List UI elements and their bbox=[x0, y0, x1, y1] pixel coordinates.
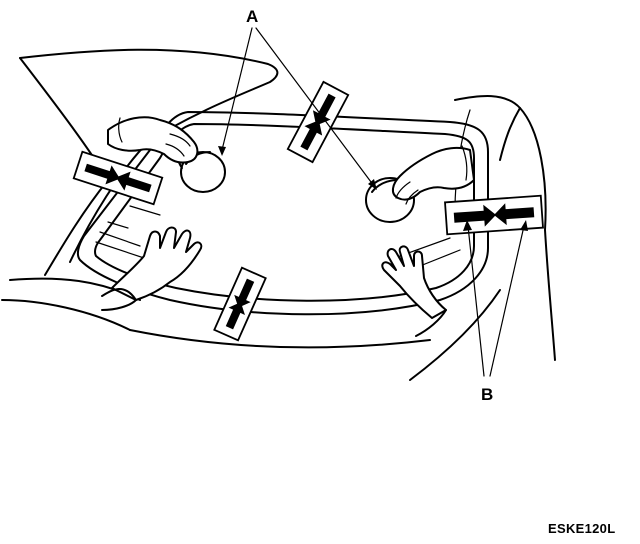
tape-arrow-icon bbox=[444, 194, 544, 236]
leader-line bbox=[218, 27, 528, 377]
figure-code: ESKE120L bbox=[548, 521, 615, 536]
callout-label-a: A bbox=[246, 7, 258, 26]
hand-icon bbox=[101, 226, 203, 311]
tape-arrow-icon bbox=[72, 150, 164, 206]
hand-icon bbox=[107, 116, 199, 164]
vehicle-body bbox=[1, 48, 556, 381]
tape-arrow-icon bbox=[213, 266, 267, 342]
hand-icon bbox=[392, 145, 475, 205]
hand-icon bbox=[381, 245, 447, 337]
callout-label-b: B bbox=[481, 385, 493, 404]
tape-arrow-icon bbox=[286, 80, 350, 164]
